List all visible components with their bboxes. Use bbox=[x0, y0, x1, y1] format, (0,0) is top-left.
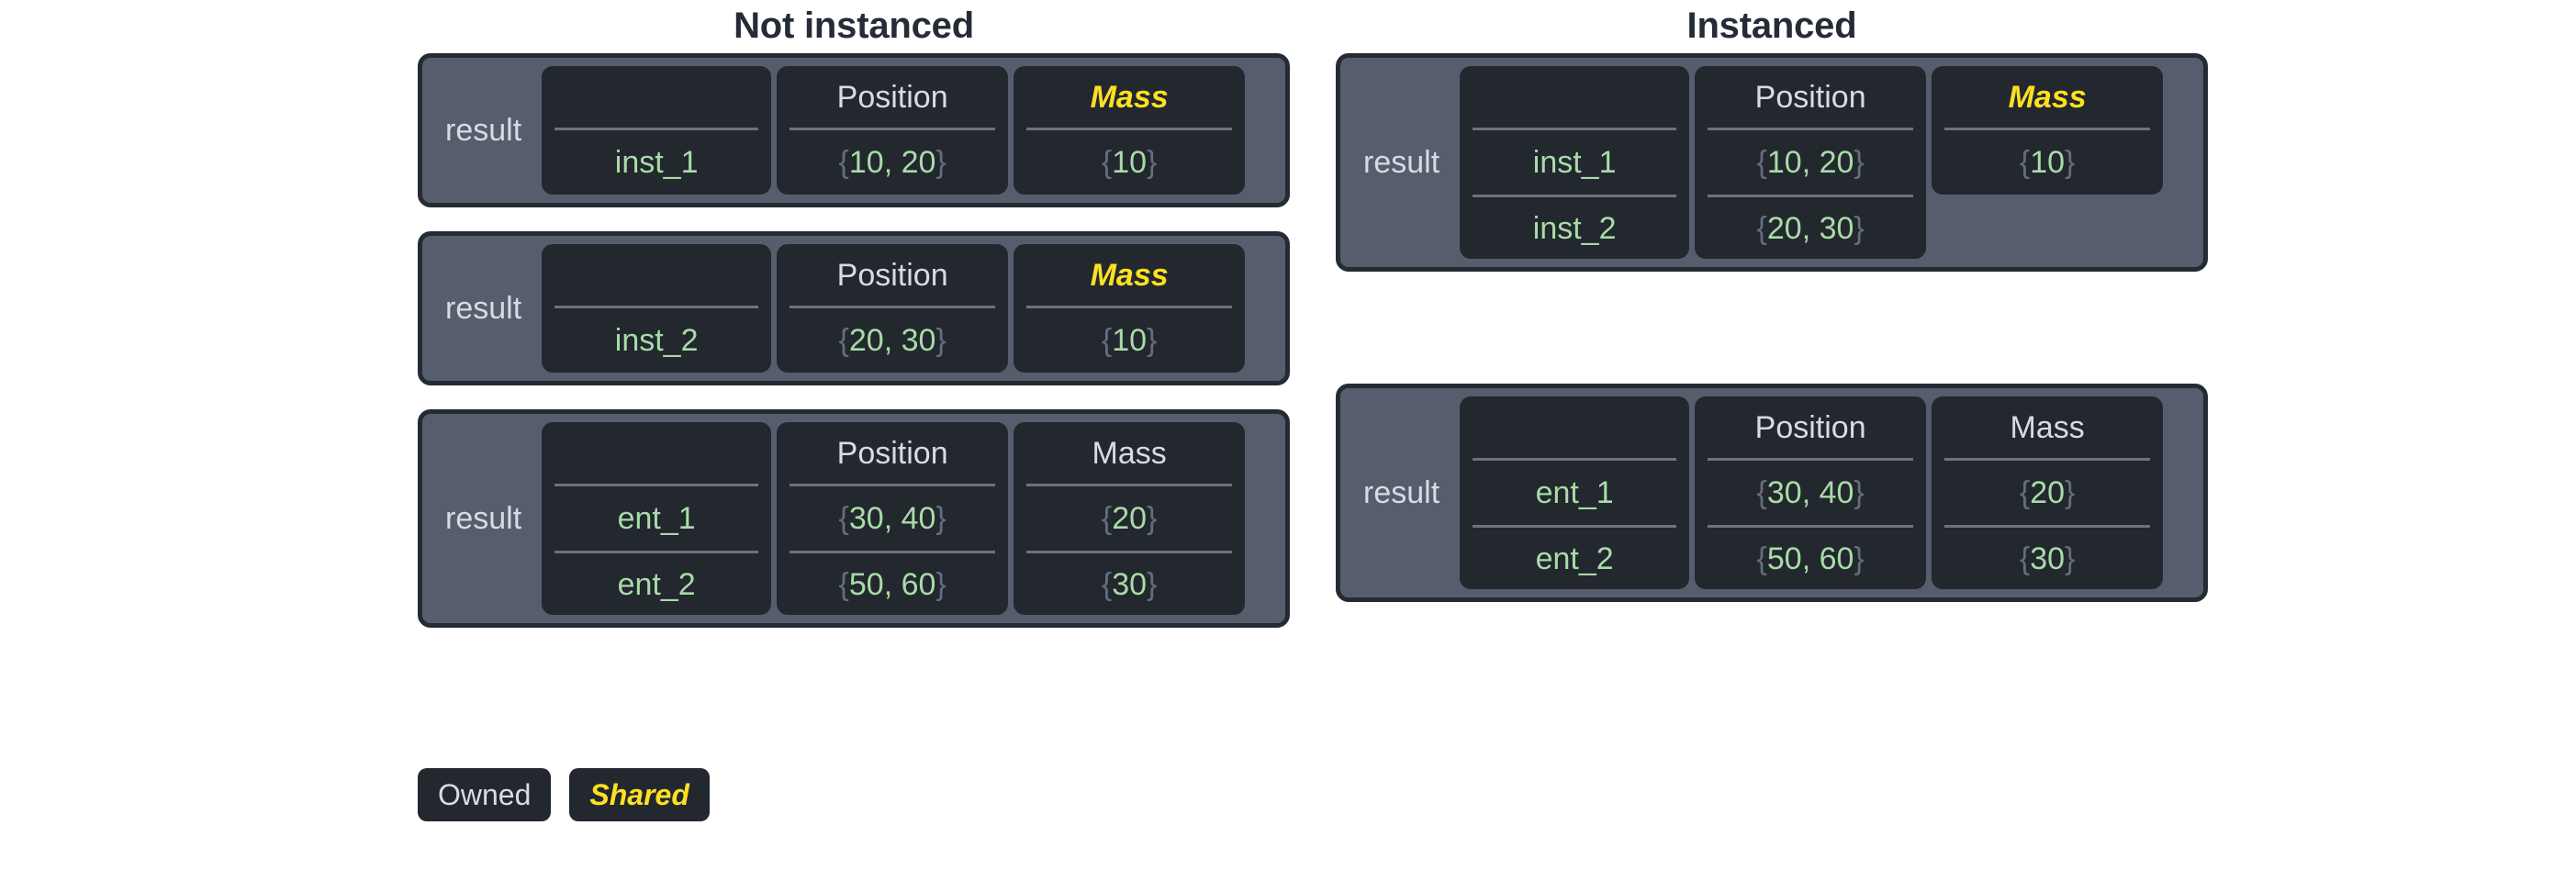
field-columns: ent_1 ent_2 Position {30, 40} {50, 60} M… bbox=[1460, 396, 2195, 589]
field-columns: ent_1 ent_2 Position {30, 40} {50, 60} M… bbox=[542, 422, 1277, 615]
owner-cell: result bbox=[1349, 66, 1460, 259]
column-header-name bbox=[1473, 66, 1677, 130]
owner-cell: result bbox=[431, 422, 542, 615]
field-column-mass: Mass {10} bbox=[1932, 66, 2164, 195]
field-column-name: ent_1 ent_2 bbox=[542, 422, 772, 615]
cell-position: {30, 40} bbox=[838, 501, 946, 536]
cell-name: ent_1 bbox=[1535, 475, 1614, 510]
field-column-position: Position {20, 30} bbox=[777, 244, 1009, 373]
owner-label: result bbox=[445, 501, 522, 536]
column-header-mass: Mass bbox=[1944, 396, 2151, 461]
column-header-mass: Mass bbox=[1026, 66, 1233, 130]
owner-cell: result bbox=[431, 66, 542, 195]
cell-position: {10, 20} bbox=[838, 145, 946, 180]
column-header-name bbox=[554, 66, 759, 130]
field-column-position: Position {10, 20} {20, 30} bbox=[1695, 66, 1927, 259]
field-column-name: inst_1 inst_2 bbox=[1460, 66, 1690, 259]
column-header-position: Position bbox=[790, 66, 996, 130]
field-column-name: inst_2 bbox=[542, 244, 772, 373]
cell-mass: {30} bbox=[1944, 525, 2151, 589]
legend-shared: Shared bbox=[569, 768, 710, 821]
cell-name: inst_2 bbox=[1473, 195, 1677, 259]
field-column-mass: Mass {20} {30} bbox=[1014, 422, 1246, 615]
cell-mass: {20} bbox=[2019, 475, 2076, 510]
cell-name: ent_2 bbox=[554, 551, 759, 615]
column-header-name bbox=[554, 422, 759, 486]
cell-position: {30, 40} bbox=[1756, 475, 1865, 510]
table-card: result inst_1 Position {10, 20} Mass {10… bbox=[418, 53, 1290, 207]
owner-cell: result bbox=[431, 244, 542, 373]
cell-position: {20, 30} bbox=[838, 323, 946, 358]
column-header-name bbox=[1473, 396, 1677, 461]
field-columns: inst_2 Position {20, 30} Mass {10} bbox=[542, 244, 1277, 373]
cell-name: ent_1 bbox=[617, 501, 696, 536]
column-instanced: Instanced result inst_1 inst_2 Position … bbox=[1336, 0, 2208, 626]
cell-mass: {10} bbox=[1101, 145, 1158, 180]
legend-owned: Owned bbox=[418, 768, 552, 821]
field-columns: inst_1 Position {10, 20} Mass {10} bbox=[542, 66, 1277, 195]
column-header-mass: Mass bbox=[1944, 66, 2151, 130]
column-header-mass: Mass bbox=[1026, 422, 1233, 486]
cell-mass: {10} bbox=[2019, 145, 2076, 180]
field-column-position: Position {10, 20} bbox=[777, 66, 1009, 195]
cell-name: ent_2 bbox=[1473, 525, 1677, 589]
cell-name: inst_2 bbox=[614, 323, 699, 358]
cell-mass: {30} bbox=[1026, 551, 1233, 615]
cell-position: {50, 60} bbox=[790, 551, 996, 615]
field-column-mass: Mass {20} {30} bbox=[1932, 396, 2164, 589]
owner-label: result bbox=[445, 113, 522, 148]
column-header-position: Position bbox=[790, 244, 996, 308]
table-card: result ent_1 ent_2 Position {30, 40} {50… bbox=[1336, 384, 2208, 602]
column-header-position: Position bbox=[1708, 396, 1914, 461]
cell-name: inst_1 bbox=[614, 145, 699, 180]
field-column-name: ent_1 ent_2 bbox=[1460, 396, 1690, 589]
column-title: Instanced bbox=[1686, 6, 1857, 46]
owner-label: result bbox=[1363, 475, 1440, 510]
column-header-position: Position bbox=[1708, 66, 1914, 130]
column-header-name bbox=[554, 244, 759, 308]
column-not-instanced: Not instanced result inst_1 Position {10… bbox=[418, 0, 1290, 652]
field-column-mass: Mass {10} bbox=[1014, 66, 1246, 195]
field-column-name: inst_1 bbox=[542, 66, 772, 195]
field-column-position: Position {30, 40} {50, 60} bbox=[1695, 396, 1927, 589]
field-column-position: Position {30, 40} {50, 60} bbox=[777, 422, 1009, 615]
column-header-position: Position bbox=[790, 422, 996, 486]
cell-mass: {10} bbox=[1101, 323, 1158, 358]
owner-label: result bbox=[1363, 145, 1440, 180]
cell-position: {20, 30} bbox=[1708, 195, 1914, 259]
field-columns: inst_1 inst_2 Position {10, 20} {20, 30}… bbox=[1460, 66, 2195, 259]
cell-name: inst_1 bbox=[1532, 145, 1617, 180]
cell-position: {50, 60} bbox=[1708, 525, 1914, 589]
owner-cell: result bbox=[1349, 396, 1460, 589]
table-card: result inst_1 inst_2 Position {10, 20} {… bbox=[1336, 53, 2208, 272]
cell-mass: {20} bbox=[1101, 501, 1158, 536]
owner-label: result bbox=[445, 291, 522, 326]
column-header-mass: Mass bbox=[1026, 244, 1233, 308]
table-card: result inst_2 Position {20, 30} Mass {10… bbox=[418, 231, 1290, 385]
legend: Owned Shared bbox=[418, 768, 710, 821]
column-title: Not instanced bbox=[734, 6, 974, 46]
table-card: result ent_1 ent_2 Position {30, 40} {50… bbox=[418, 409, 1290, 628]
cell-position: {10, 20} bbox=[1756, 145, 1865, 180]
field-column-mass: Mass {10} bbox=[1014, 244, 1246, 373]
